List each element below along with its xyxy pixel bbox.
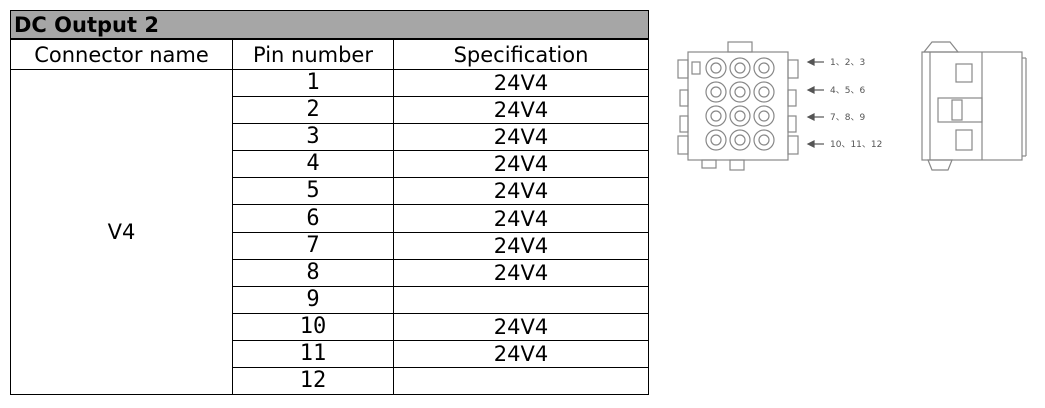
table-row: 2 24V4 [11,96,650,125]
specification-cell: 24V4 [392,231,650,260]
specification-cell: 24V4 [392,96,650,125]
specification-cell: 24V4 [392,68,650,98]
pin-number-cell: 12 [232,367,394,396]
table-row: 6 24V4 [11,204,650,233]
pin-number-cell: 5 [232,177,394,206]
table-row: 7 24V4 [11,231,650,260]
pin-number-cell: 7 [232,231,394,260]
specification-cell: 24V4 [392,150,650,179]
header-specification: Specification [392,38,650,70]
pin-table: DC Output 2 Connector name Pin number Sp… [9,10,650,396]
table-row: 5 24V4 [11,177,650,206]
pin-number-cell: 3 [232,123,394,152]
connector-side-view [921,41,1027,171]
table-row: 9 [11,285,650,314]
row-label: 4、5、6 [830,86,865,96]
connector-front-view [677,41,799,171]
pin-number-cell: 6 [232,204,394,233]
connector-name-cell: V4 [10,68,233,396]
table-row: V4 1 24V4 [10,68,650,396]
row-label: 1、2、3 [830,58,865,68]
row-arrows [806,58,824,148]
table-row: 10 24V4 [11,312,650,341]
row-label: 10、11、12 [830,140,882,150]
table-row: 3 24V4 [11,123,650,152]
header-connector-name: Connector name [10,38,233,70]
specification-cell: 24V4 [392,258,650,287]
connector-diagram: 1、2、3 4、5、6 7、8、9 10、11、12 [672,38,1034,178]
pin-number-cell: 10 [232,312,394,341]
header-pin-number: Pin number [232,38,394,70]
pin-number-cell: 8 [232,258,394,287]
specification-cell: 24V4 [392,123,650,152]
specification-cell [392,285,650,314]
row-label: 7、8、9 [830,113,865,123]
table-row: 11 24V4 [11,339,650,369]
table-row: 8 24V4 [11,258,650,287]
specification-cell: 24V4 [392,339,650,369]
pin-number-cell: 4 [232,150,394,179]
table-title: DC Output 2 [9,10,650,40]
pin-number-cell: 9 [232,285,394,314]
specification-cell: 24V4 [392,177,650,206]
specification-cell: 24V4 [392,312,650,341]
pin-number-cell: 2 [232,96,394,125]
specification-cell: 24V4 [392,204,650,233]
pin-number-cell: 11 [232,339,394,369]
specification-cell [392,367,650,396]
table-row: 4 24V4 [11,150,650,179]
table-row: 12 [11,367,650,396]
pin-number-cell: 1 [232,68,394,98]
